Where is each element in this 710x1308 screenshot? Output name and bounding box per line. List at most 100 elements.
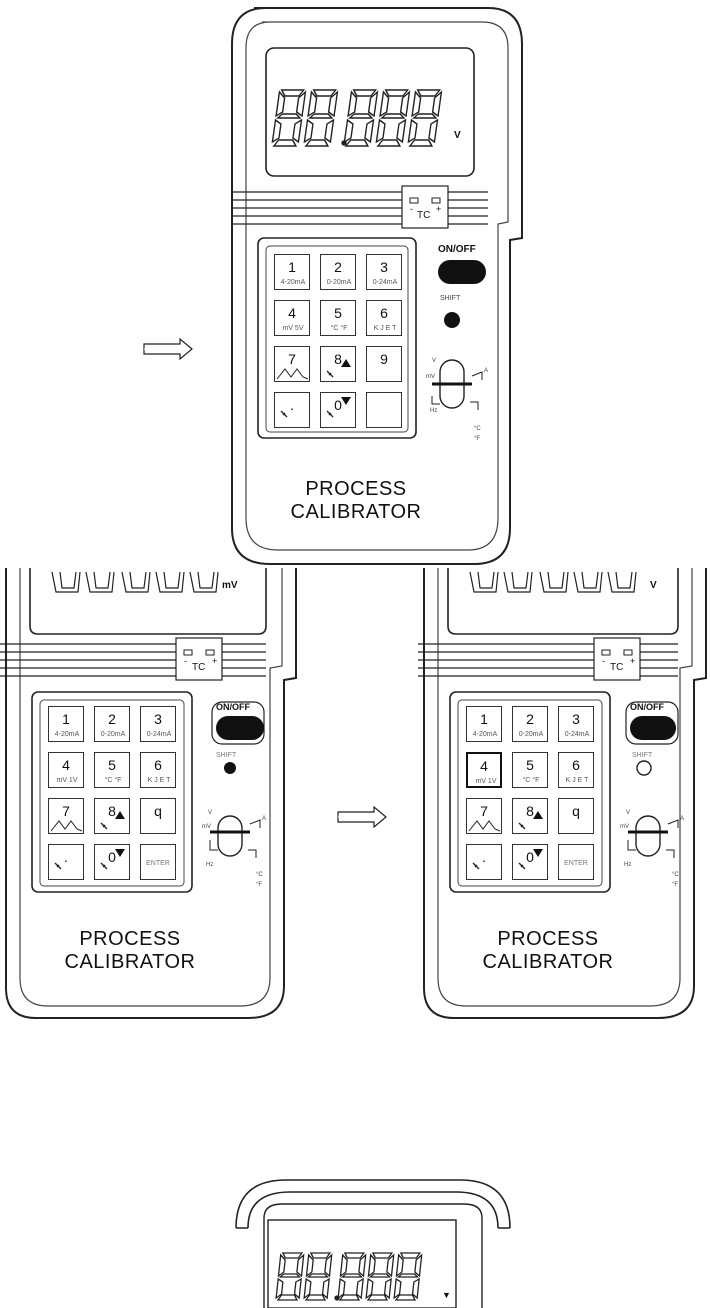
key-sublabel: 4-20mA bbox=[54, 731, 80, 738]
display-closeup: ▼ bbox=[234, 1178, 514, 1308]
ramp-wave-icon bbox=[468, 820, 501, 832]
key-.[interactable]: . bbox=[466, 844, 502, 880]
switch-f-label: °F bbox=[256, 882, 263, 888]
key-.[interactable]: . bbox=[274, 392, 310, 428]
key-label: 6 bbox=[154, 757, 162, 773]
sweep-icon bbox=[472, 862, 480, 870]
switch-a-label: A bbox=[484, 368, 489, 374]
key-7[interactable]: 7 bbox=[466, 798, 502, 834]
key-5[interactable]: 5°C °F bbox=[512, 752, 548, 788]
display-unit: mV bbox=[222, 580, 238, 591]
double-arrow-icon bbox=[337, 805, 387, 829]
key-9[interactable]: 9 bbox=[366, 346, 402, 382]
tc-minus: - bbox=[184, 656, 187, 666]
key-0[interactable]: 0 bbox=[94, 844, 130, 880]
on-off-label: ON/OFF bbox=[216, 702, 250, 712]
switch-mv-label: mV bbox=[426, 374, 435, 380]
key-0[interactable]: 0 bbox=[512, 844, 548, 880]
seven-segment-display bbox=[275, 1252, 423, 1301]
on-off-button[interactable] bbox=[630, 716, 676, 740]
shift-indicator bbox=[224, 762, 236, 774]
key-label: 3 bbox=[380, 259, 388, 275]
step-down-icon bbox=[518, 849, 543, 870]
key-enter[interactable]: ENTER bbox=[558, 844, 594, 880]
transition-arrow bbox=[336, 805, 388, 833]
key-sublabel: 4-20mA bbox=[280, 279, 306, 286]
shift-label: SHIFT bbox=[632, 752, 653, 759]
calibrator-bottom-right-body bbox=[418, 568, 707, 1019]
key-3[interactable]: 3 0-24mA bbox=[558, 706, 594, 742]
tc-plus: + bbox=[436, 204, 442, 214]
ramp-wave-icon bbox=[276, 368, 309, 380]
on-off-button[interactable] bbox=[438, 260, 486, 284]
key-enter[interactable]: ENTER bbox=[140, 844, 176, 880]
key-label: 3 bbox=[572, 711, 580, 727]
key-label: 8 bbox=[526, 803, 534, 819]
key-.[interactable]: . bbox=[48, 844, 84, 880]
key-label: 7 bbox=[480, 803, 488, 819]
key-label: 6 bbox=[572, 757, 580, 773]
shift-label: SHIFT bbox=[440, 295, 461, 302]
key-sublabel: K J E T bbox=[565, 777, 589, 784]
key-sublabel: 0-24mA bbox=[564, 731, 590, 738]
step-up-icon bbox=[326, 359, 351, 378]
transition-arrow bbox=[142, 337, 194, 365]
key-label: 4 bbox=[62, 757, 70, 773]
key-6[interactable]: 6 K J E T bbox=[558, 752, 594, 788]
shift-label: SHIFT bbox=[216, 752, 237, 759]
sweep-icon bbox=[54, 862, 62, 870]
key-8[interactable]: 8 bbox=[512, 798, 548, 834]
key-5[interactable]: 5°C °F bbox=[320, 300, 356, 336]
key-label: 4 bbox=[480, 758, 488, 774]
key-label: 5 bbox=[334, 305, 342, 321]
step-down-icon bbox=[100, 849, 125, 870]
switch-c-label: °C bbox=[474, 426, 481, 432]
key-label: q bbox=[572, 803, 580, 819]
key-2[interactable]: 2 0-20mA bbox=[94, 706, 130, 742]
key-1[interactable]: 1 4-20mA bbox=[274, 254, 310, 290]
double-arrow-icon bbox=[143, 337, 193, 361]
key-1[interactable]: 1 4-20mA bbox=[48, 706, 84, 742]
key-sublabel: 0-20mA bbox=[100, 731, 126, 738]
switch-v-label: V bbox=[208, 810, 213, 816]
key-label: . bbox=[482, 849, 486, 865]
key-label: ENTER bbox=[564, 860, 588, 867]
switch-a-label: A bbox=[680, 816, 685, 822]
key-label: ENTER bbox=[146, 860, 170, 867]
key-7[interactable]: 7 bbox=[48, 798, 84, 834]
tc-minus: - bbox=[410, 204, 413, 214]
device-title: PROCESS CALIBRATOR bbox=[50, 928, 210, 974]
key-label: 9 bbox=[380, 351, 388, 367]
tc-connector bbox=[593, 637, 641, 681]
device-title: PROCESS CALIBRATOR bbox=[468, 928, 628, 974]
on-off-label: ON/OFF bbox=[438, 244, 476, 255]
key-blank[interactable] bbox=[366, 392, 402, 428]
key-7[interactable]: 7 bbox=[274, 346, 310, 382]
key-8[interactable]: 8 bbox=[320, 346, 356, 382]
key-0[interactable]: 0 bbox=[320, 392, 356, 428]
key-label: 1 bbox=[288, 259, 296, 275]
on-off-button[interactable] bbox=[216, 716, 264, 740]
display-unit-indicator: ▼ bbox=[442, 1290, 451, 1300]
switch-hz-label: Hz bbox=[624, 862, 632, 868]
key-label: 2 bbox=[108, 711, 116, 727]
key-label: 1 bbox=[62, 711, 70, 727]
key-5[interactable]: 5°C °F bbox=[94, 752, 130, 788]
key-label: 5 bbox=[526, 757, 534, 773]
key-q[interactable]: q bbox=[140, 798, 176, 834]
key-8[interactable]: 8 bbox=[94, 798, 130, 834]
key-q[interactable]: q bbox=[558, 798, 594, 834]
